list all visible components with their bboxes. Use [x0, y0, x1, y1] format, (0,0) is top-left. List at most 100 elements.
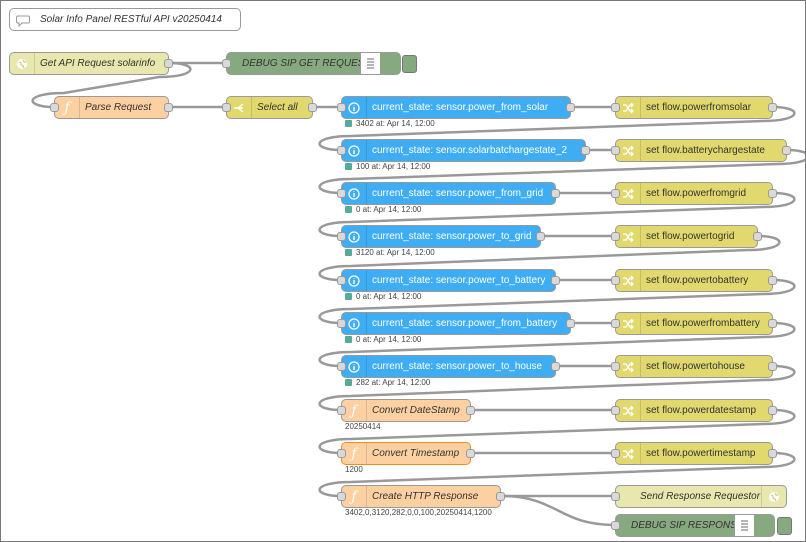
status-togrid: 3120 at: Apr 14, 12:00: [345, 248, 435, 257]
http-in-node[interactable]: Get API Request solarinfo: [9, 52, 173, 75]
output-port[interactable]: [496, 492, 505, 501]
output-port[interactable]: [308, 103, 317, 112]
change-label: set flow.powertogrid: [646, 231, 735, 242]
output-port[interactable]: [551, 276, 560, 285]
change-node-powertogrid[interactable]: set flow.powertogrid: [611, 225, 762, 248]
output-port[interactable]: [164, 103, 173, 112]
status-text: 282 at: Apr 14, 12:00: [356, 378, 431, 387]
output-port[interactable]: [768, 362, 777, 371]
output-port[interactable]: [782, 146, 791, 155]
change-label: set flow.powerfrombattery: [646, 318, 760, 329]
change-node-powerfrombattery[interactable]: set flow.powerfrombattery: [611, 312, 777, 335]
http-response-node[interactable]: Send Response Requestor: [611, 485, 787, 508]
input-port[interactable]: [337, 362, 346, 371]
input-port[interactable]: [337, 232, 346, 241]
comment-node[interactable]: Solar Info Panel RESTful API v20250414: [9, 8, 241, 31]
output-port[interactable]: [551, 189, 560, 198]
current-state-label: current_state: sensor.power_to_house: [372, 361, 543, 372]
input-port[interactable]: [611, 406, 620, 415]
input-port[interactable]: [337, 276, 346, 285]
current-state-label: current_state: sensor.power_to_battery: [372, 275, 546, 286]
current-state-label: current_state: sensor.power_to_grid: [372, 231, 532, 242]
input-port[interactable]: [611, 362, 620, 371]
status-batcharge: 100 at: Apr 14, 12:00: [345, 162, 430, 171]
input-port[interactable]: [337, 146, 346, 155]
input-port[interactable]: [50, 103, 59, 112]
status-dot: [345, 379, 352, 386]
debug-toggle-button[interactable]: [402, 55, 417, 73]
info-icon: [342, 140, 367, 161]
input-port[interactable]: [337, 406, 346, 415]
input-port[interactable]: [611, 319, 620, 328]
debug-get-node[interactable]: DEBUG SIP GET REQUEST: [222, 52, 401, 75]
input-port[interactable]: [611, 492, 620, 501]
output-port[interactable]: [466, 449, 475, 458]
current-state-node-solar[interactable]: current_state: sensor.power_from_solar: [337, 96, 575, 119]
status-dot: [345, 336, 352, 343]
output-port[interactable]: [566, 319, 575, 328]
change-node-powerfromsolar[interactable]: set flow.powerfromsolar: [611, 96, 777, 119]
output-port[interactable]: [536, 232, 545, 241]
input-port[interactable]: [222, 103, 231, 112]
output-port[interactable]: [768, 276, 777, 285]
status-dot: [345, 120, 352, 127]
input-port[interactable]: [611, 103, 620, 112]
input-port[interactable]: [337, 189, 346, 198]
output-port[interactable]: [551, 362, 560, 371]
change-label: set flow.powerfromgrid: [646, 188, 747, 199]
output-port[interactable]: [581, 146, 590, 155]
convert-timestamp-node[interactable]: ƒ Convert Timestamp: [337, 442, 475, 465]
current-state-node-fromgrid[interactable]: current_state: sensor.power_from_grid: [337, 182, 560, 205]
input-port[interactable]: [611, 276, 620, 285]
current-state-node-tobattery[interactable]: current_state: sensor.power_to_battery: [337, 269, 560, 292]
wire[interactable]: [500, 494, 616, 527]
debug-response-node[interactable]: DEBUG SIP RESPONSE: [611, 514, 775, 537]
input-port[interactable]: [337, 103, 346, 112]
input-port[interactable]: [611, 146, 620, 155]
change-node-powerdatestamp[interactable]: set flow.powerdatestamp: [611, 399, 777, 422]
output-port[interactable]: [566, 103, 575, 112]
current-state-node-tohouse[interactable]: current_state: sensor.power_to_house: [337, 355, 560, 378]
input-port[interactable]: [337, 492, 346, 501]
current-state-label: current_state: sensor.power_from_battery: [372, 318, 558, 329]
output-port[interactable]: [768, 189, 777, 198]
status-dot: [345, 163, 352, 170]
current-state-node-togrid[interactable]: current_state: sensor.power_to_grid: [337, 225, 545, 248]
input-port[interactable]: [611, 521, 620, 530]
input-port[interactable]: [611, 449, 620, 458]
output-port[interactable]: [768, 319, 777, 328]
change-label: set flow.batterychargestate: [646, 145, 765, 156]
change-node-batterychargestate[interactable]: set flow.batterychargestate: [611, 139, 791, 162]
input-port[interactable]: [337, 319, 346, 328]
change-node-powerfromgrid[interactable]: set flow.powerfromgrid: [611, 182, 777, 205]
output-port[interactable]: [768, 406, 777, 415]
status-text: 0 at: Apr 14, 12:00: [356, 205, 422, 214]
output-port[interactable]: [164, 59, 173, 68]
input-port[interactable]: [611, 232, 620, 241]
change-node-powertohouse[interactable]: set flow.powertohouse: [611, 355, 777, 378]
input-port[interactable]: [222, 59, 231, 68]
change-label: set flow.powertimestamp: [646, 448, 756, 459]
status-text: 0 at: Apr 14, 12:00: [356, 292, 422, 301]
status-timestamp: 1200: [345, 465, 363, 474]
current-state-node-frombattery[interactable]: current_state: sensor.power_from_battery: [337, 312, 575, 335]
input-port[interactable]: [337, 449, 346, 458]
change-node-powertimestamp[interactable]: set flow.powertimestamp: [611, 442, 777, 465]
create-http-response-node[interactable]: ƒ Create HTTP Response: [337, 485, 505, 508]
speech-bubble-icon: [16, 14, 30, 32]
current-state-node-batcharge[interactable]: current_state: sensor.solarbatchargestat…: [337, 139, 590, 162]
current-state-label: current_state: sensor.power_from_grid: [372, 188, 544, 199]
output-port[interactable]: [466, 406, 475, 415]
output-port[interactable]: [768, 449, 777, 458]
parse-request-node[interactable]: ƒ Parse Request: [50, 96, 173, 119]
select-all-node[interactable]: Select all: [222, 96, 317, 119]
status-text: 100 at: Apr 14, 12:00: [356, 162, 431, 171]
shuffle-icon: [616, 183, 641, 204]
input-port[interactable]: [611, 189, 620, 198]
output-port[interactable]: [753, 232, 762, 241]
change-node-powertobattery[interactable]: set flow.powertobattery: [611, 269, 777, 292]
output-port[interactable]: [768, 103, 777, 112]
debug-toggle-button[interactable]: [777, 517, 792, 535]
convert-datestamp-node[interactable]: ƒ Convert DateStamp: [337, 399, 475, 422]
